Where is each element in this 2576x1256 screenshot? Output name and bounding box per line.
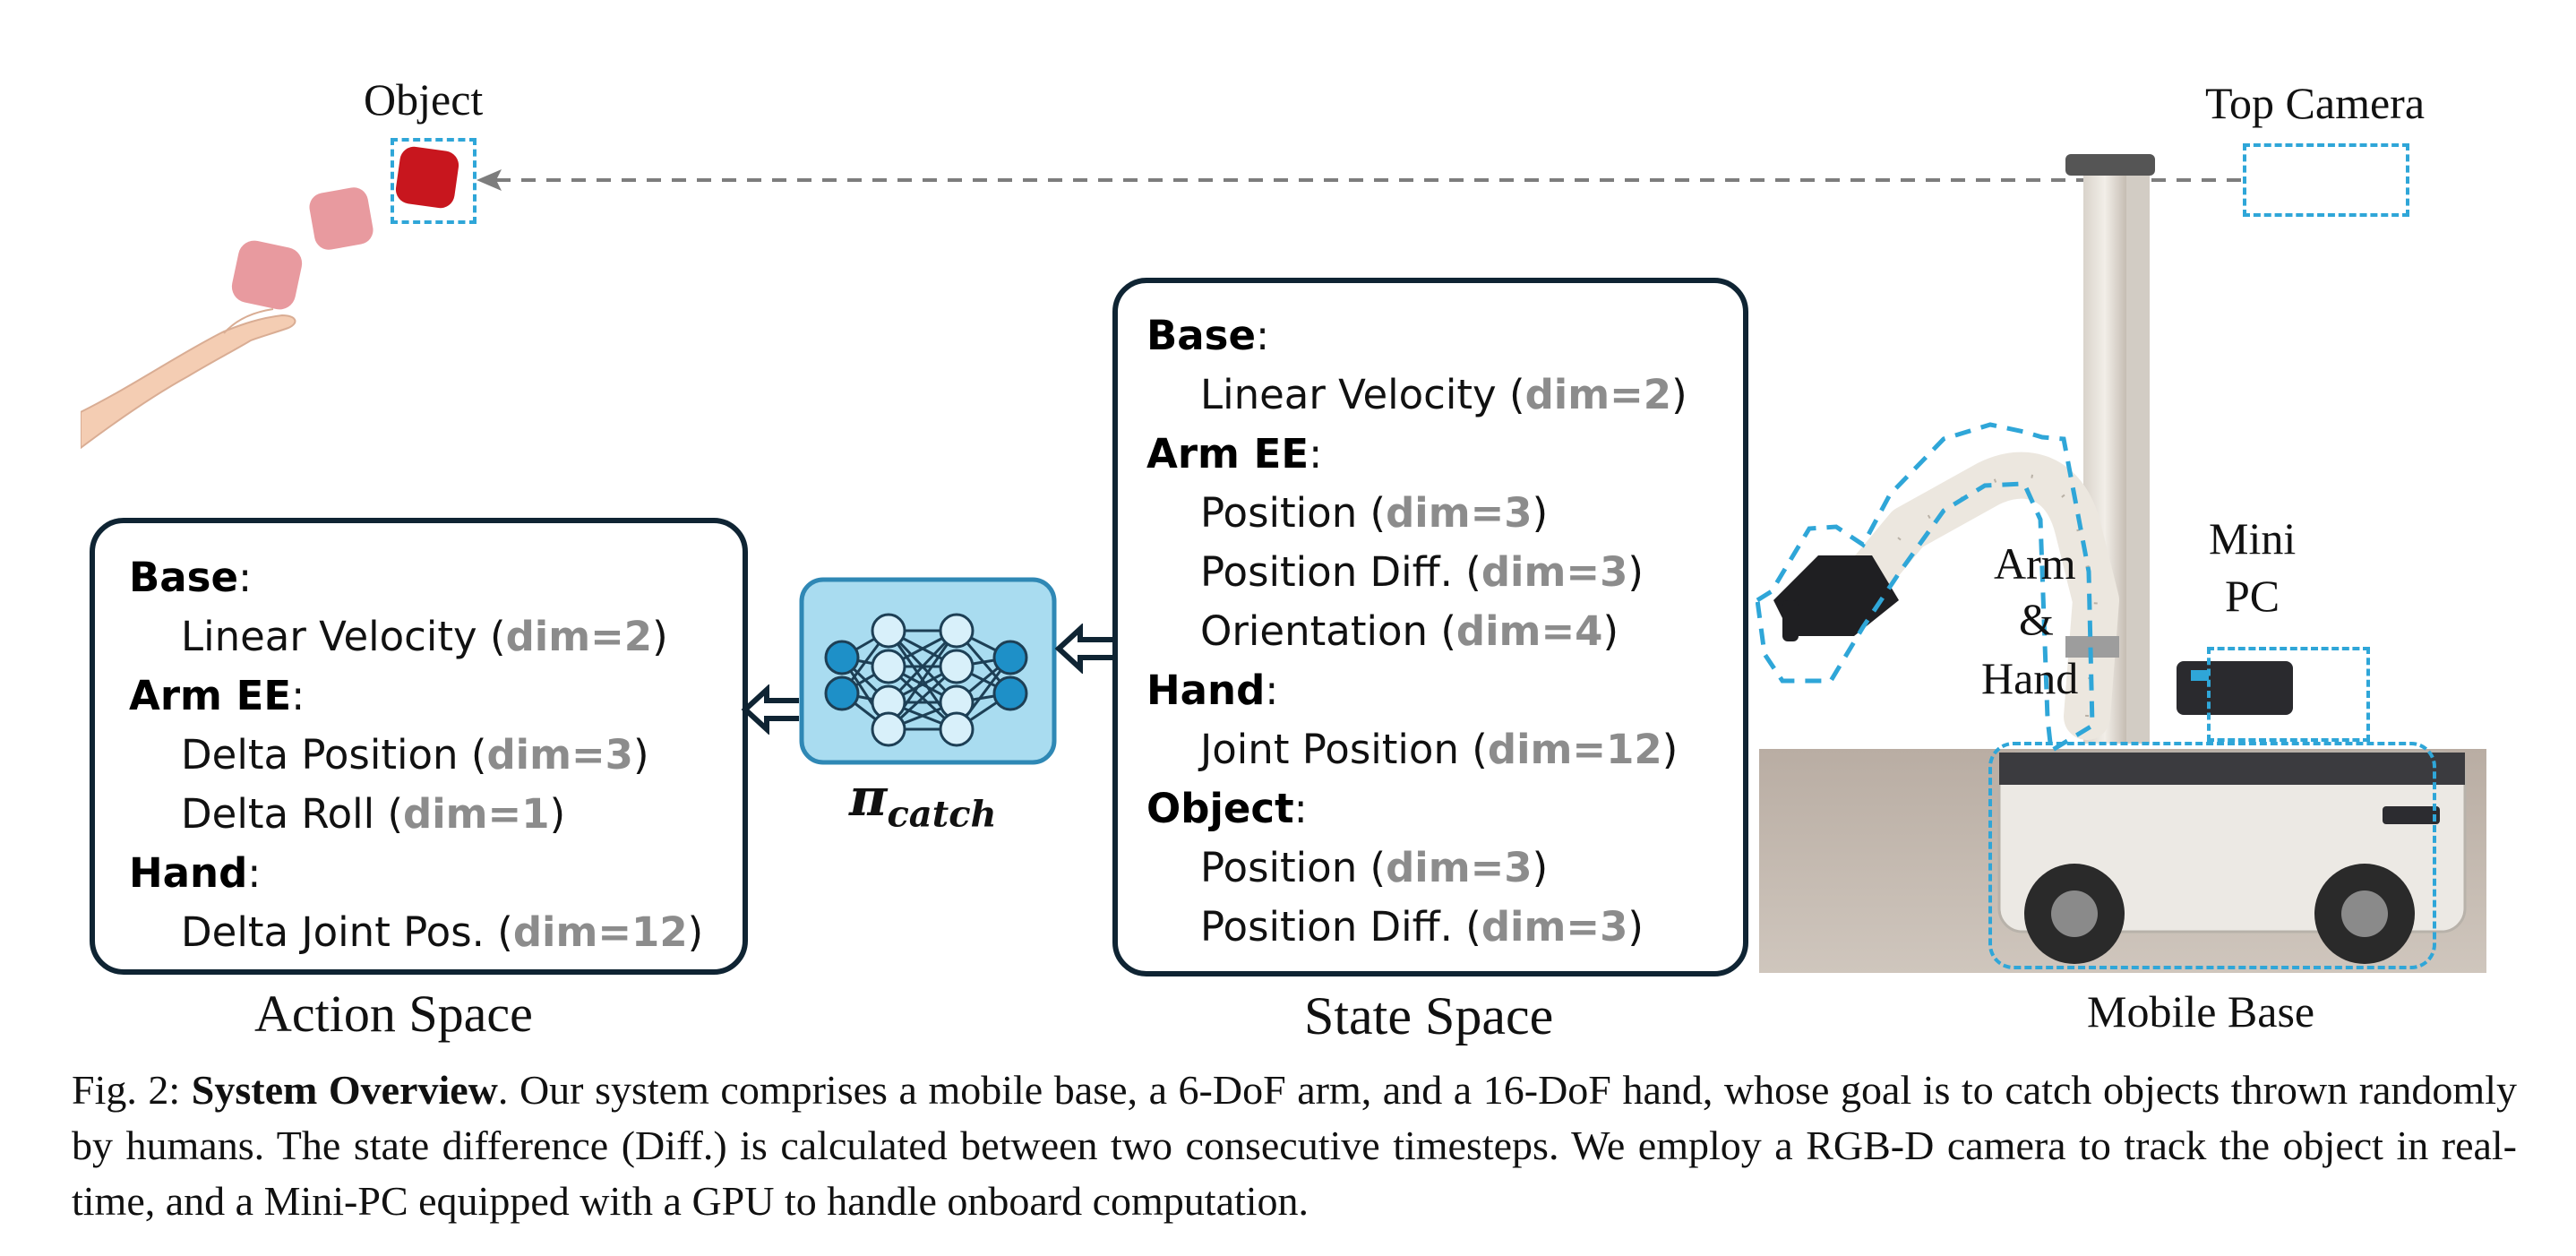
action-space-panel: Base: Linear Velocity (dim=2) Arm EE: De… [90, 518, 748, 975]
action-row-6: Delta Joint Pos. (dim=12) [181, 908, 704, 956]
thrown-object-illustration [81, 146, 459, 450]
action-row-2: Arm EE: [129, 672, 305, 719]
arm-hand-highlight-outline [1756, 422, 2095, 755]
figure-caption: Fig. 2: System Overview. Our system comp… [72, 1062, 2517, 1229]
state-row-1: Linear Velocity (dim=2) [1200, 371, 1687, 418]
caption-title: System Overview [191, 1067, 498, 1113]
policy-network-icon [799, 577, 1057, 765]
robot-photo [1759, 154, 2486, 973]
arm-hand-label-line2: & [2019, 594, 2054, 644]
state-space-panel: Base: Linear Velocity (dim=2) Arm EE: Po… [1112, 278, 1748, 976]
policy-label: πcatch [849, 767, 997, 836]
object-cube [395, 146, 459, 209]
state-row-4: Position Diff. (dim=3) [1200, 548, 1644, 596]
mini-pc-highlight-box [2207, 647, 2370, 742]
state-row-9: Position (dim=3) [1200, 844, 1549, 891]
action-row-0: Base: [129, 554, 253, 601]
state-row-6: Hand: [1146, 667, 1279, 714]
state-row-2: Arm EE: [1146, 430, 1323, 477]
arm-hand-label-line3: Hand [1981, 653, 2079, 703]
mobile-base-label: Mobile Base [2087, 986, 2315, 1037]
state-row-5: Orientation (dim=4) [1200, 607, 1619, 655]
ghost-object-1 [231, 240, 303, 310]
state-row-8: Object: [1146, 785, 1308, 832]
action-space-label: Action Space [254, 985, 533, 1043]
top-camera-label: Top Camera [2205, 78, 2426, 128]
action-row-5: Hand: [129, 849, 262, 897]
state-row-3: Position (dim=3) [1200, 489, 1549, 537]
top-camera-highlight-box [2243, 143, 2409, 217]
policy-to-action-arrow [741, 684, 799, 735]
state-space-label: State Space [1304, 986, 1554, 1045]
mini-pc-label-line2: PC [2225, 571, 2280, 621]
object-label: Object [364, 74, 484, 125]
object-highlight-box [391, 138, 477, 224]
mini-pc-label-line1: Mini [2209, 513, 2297, 563]
state-row-7: Joint Position (dim=12) [1200, 726, 1679, 773]
human-hand [81, 314, 296, 450]
ghost-object-2 [309, 187, 374, 250]
caption-prefix: Fig. 2: [72, 1067, 192, 1113]
action-row-3: Delta Position (dim=3) [181, 731, 649, 779]
arm-hand-label-line1: Arm [1994, 538, 2076, 589]
mobile-base-highlight-box [1988, 742, 2436, 969]
state-row-0: Base: [1146, 312, 1270, 359]
action-row-1: Linear Velocity (dim=2) [181, 613, 668, 660]
state-to-policy-arrow [1054, 624, 1112, 674]
state-row-10: Position Diff. (dim=3) [1200, 903, 1644, 951]
tracking-arrow [477, 169, 2248, 191]
caption-body: . Our system comprises a mobile base, a … [72, 1067, 2517, 1224]
action-row-4: Delta Roll (dim=1) [181, 790, 566, 838]
